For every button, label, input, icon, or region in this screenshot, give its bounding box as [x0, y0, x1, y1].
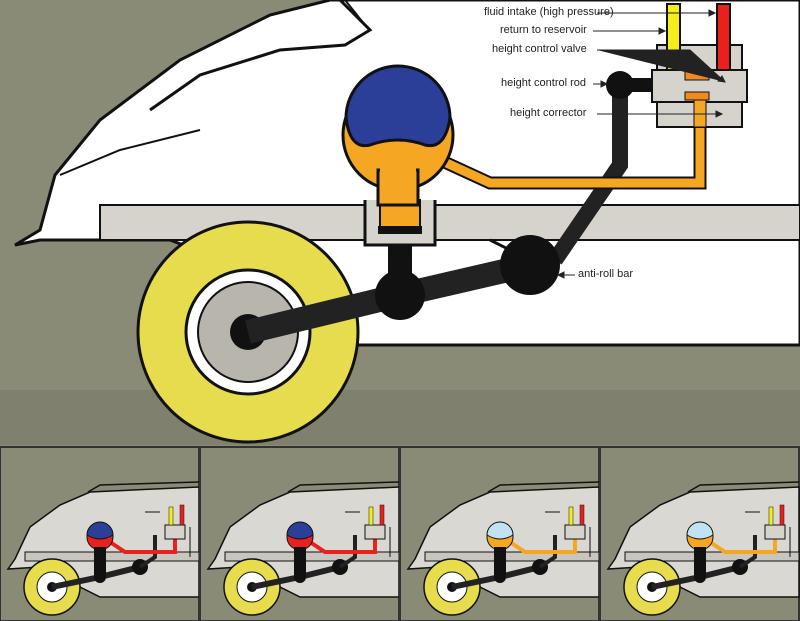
chassis-frame — [99, 204, 800, 241]
suspension-sphere — [341, 64, 455, 207]
label-height-corrector: height corrector — [510, 107, 587, 119]
panel-1 — [0, 446, 200, 621]
panel-2 — [199, 446, 400, 621]
panels — [0, 446, 800, 621]
label-height-control-valve: height control valve — [492, 43, 587, 55]
return-pipe — [716, 3, 731, 71]
panel-3 — [399, 446, 600, 621]
label-return-reservoir: return to reservoir — [500, 24, 587, 36]
label-height-control-rod: height control rod — [501, 77, 586, 89]
anti-roll-bar-joint — [500, 235, 560, 295]
label-anti-roll-bar: anti-roll bar — [578, 268, 634, 280]
height-control-rod — [548, 85, 628, 265]
panel-4 — [599, 446, 800, 621]
label-fluid-intake: fluid intake (high pressure) — [484, 6, 614, 18]
